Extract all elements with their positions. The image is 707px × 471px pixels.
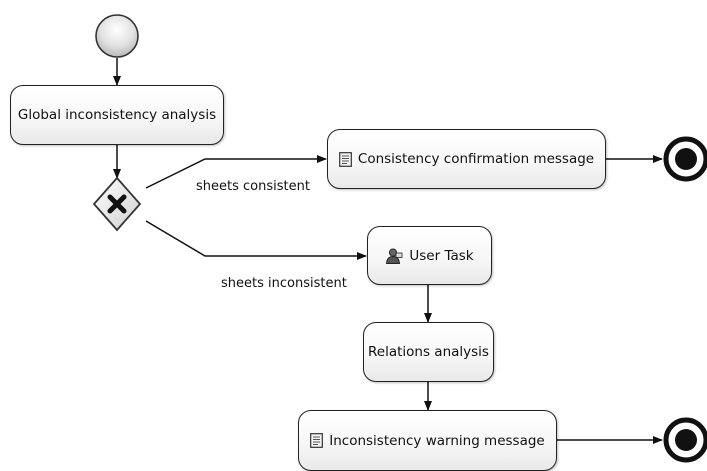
- task-confirmation-message-label: Consistency confirmation message: [357, 151, 595, 167]
- user-icon: [385, 247, 403, 264]
- task-user-task[interactable]: User Task: [367, 226, 492, 285]
- end-event-bottom[interactable]: [663, 417, 707, 463]
- task-global-analysis[interactable]: Global inconsistency analysis: [10, 85, 224, 145]
- task-user-task-label: User Task: [409, 247, 474, 264]
- flow-gateway-consistent[interactable]: [145, 155, 327, 189]
- task-relations-analysis[interactable]: Relations analysis: [363, 322, 494, 382]
- gateway-x-icon: [107, 194, 127, 214]
- edge-label-consistent: sheets consistent: [196, 179, 310, 194]
- edge-label-inconsistent: sheets inconsistent: [221, 276, 347, 291]
- document-icon: [338, 151, 352, 167]
- document-icon: [310, 433, 324, 448]
- exclusive-gateway[interactable]: [92, 176, 142, 232]
- task-relations-analysis-label: Relations analysis: [368, 344, 489, 360]
- start-event[interactable]: [95, 14, 139, 58]
- end-event-top[interactable]: [663, 136, 707, 182]
- task-confirmation-message[interactable]: Consistency confirmation message: [327, 129, 606, 189]
- flow-gateway-inconsistent[interactable]: [145, 220, 367, 260]
- task-warning-message[interactable]: Inconsistency warning message: [298, 410, 557, 471]
- task-warning-message-label: Inconsistency warning message: [329, 432, 545, 449]
- task-global-analysis-label: Global inconsistency analysis: [17, 107, 217, 123]
